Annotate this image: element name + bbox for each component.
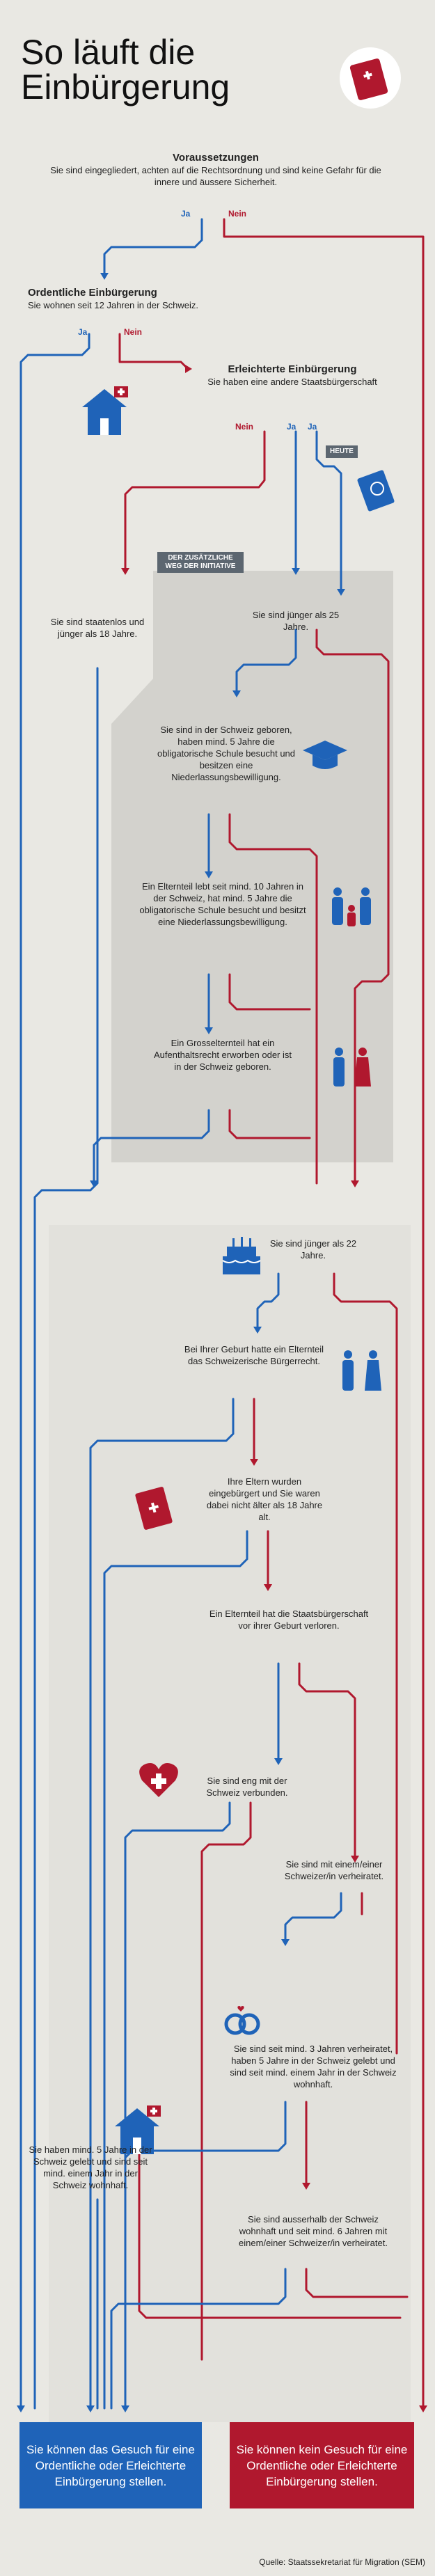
graduation-cap-icon [303, 741, 347, 769]
flow-red-main [223, 218, 425, 2410]
passport-icon [135, 1487, 173, 1530]
flow-red-geboren [228, 813, 318, 1185]
flow-blue-staatenlos [33, 667, 99, 2410]
parents-icon [342, 1350, 381, 1391]
page-title-line2: Einbürgerung [21, 68, 230, 106]
badge-initiative: DER ZUSÄTZLICHE WEG DER INITIATIVE [157, 552, 244, 573]
node-verloren: Ein Elternteil hat die Staatsbürgerschaf… [209, 1609, 369, 1631]
flow-red-25 [315, 629, 390, 1185]
flow-red-22 [333, 1272, 398, 2055]
house-icon [82, 386, 128, 435]
birthday-cake-icon [222, 1237, 261, 1274]
flow-red-verbunden [200, 1801, 252, 2361]
flow-blue-verh [284, 1892, 342, 1943]
flow-red-ordentlich [118, 333, 189, 370]
node-grosselternteil: Ein Grosselternteil hat ein Aufenthaltsr… [154, 1038, 292, 1072]
node-geboren: Sie sind in der Schweiz geboren, haben m… [157, 725, 296, 782]
node-verbunden: Sie sind eng mit der Schweiz verbunden. [206, 1776, 288, 1798]
flow-blue-ordentlich [19, 333, 90, 2410]
family-icon [332, 887, 371, 926]
node-drei-jahre: Sie sind seit mind. 3 Jahren verheiratet… [230, 2044, 397, 2089]
node-erleichterte: Erleichterte Einbürgerung Sie haben eine… [207, 363, 377, 387]
label-nein: Nein [228, 209, 247, 219]
flow-blue-main [103, 218, 203, 276]
flow-blue-geburt [89, 1398, 235, 2410]
node-ausserhalb: Sie sind ausserhalb der Schweiz wohnhaft… [239, 2214, 388, 2248]
flow-blue-22 [256, 1272, 280, 1331]
flow-red-eltern [228, 973, 311, 1011]
grandparents-icon [333, 1048, 371, 1086]
node-juenger25: Sie sind jünger als 25 Jahre. [252, 610, 340, 632]
flow-red-5j [138, 2128, 402, 2319]
node-geburt: Bei Ihrer Geburt hatte ein Elternteil da… [184, 1344, 324, 1366]
label-ja: Ja [287, 422, 296, 432]
label-nein: Nein [235, 422, 254, 432]
label-nein: Nein [124, 327, 143, 337]
house-icon [115, 2105, 161, 2154]
flow-blue-ausser [110, 2268, 287, 2410]
node-juenger22: Sie sind jünger als 22 Jahre. [269, 1238, 357, 1261]
node-ordentliche: Ordentliche Einbürgerung Sie wohnen seit… [28, 287, 198, 310]
node-staatenlos: Sie sind staatenlos und jünger als 18 Ja… [50, 617, 145, 639]
flow-blue-eltern-eing [103, 1530, 248, 2410]
label-ja: Ja [308, 422, 317, 432]
label-ja: Ja [181, 209, 191, 219]
initiative-panel [111, 571, 393, 1162]
outcome-yes: Sie können das Gesuch für eine Ordentlic… [19, 2422, 202, 2508]
node-eltern-eingebuergert: Ihre Eltern wurden eingebürgert und Sie … [206, 1476, 323, 1522]
flow-blue-erl-ja2 [315, 430, 342, 593]
label-ja: Ja [78, 327, 88, 337]
outcome-no: Sie können kein Gesuch für eine Ordentli… [230, 2422, 414, 2508]
flow-blue-gross [93, 1109, 210, 1185]
flow-blue-25 [235, 629, 297, 694]
flow-red-erl-nein [124, 430, 266, 572]
page-title-line1: So läuft die [21, 33, 196, 72]
flow-blue-3j [124, 2101, 287, 2410]
flow-red-verloren [298, 1662, 356, 1860]
passport-icon [340, 47, 401, 109]
node-voraussetzungen: Voraussetzungen Sie sind eingegliedert, … [50, 152, 381, 187]
passport-icon [357, 470, 395, 512]
heart-cross-icon [139, 1763, 178, 1797]
node-fuenf-jahre: Sie haben mind. 5 Jahre in der Schweiz g… [29, 2144, 152, 2190]
wedding-rings-icon [224, 2006, 260, 2035]
badge-heute: HEUTE [326, 445, 358, 458]
node-verheiratet: Sie sind mit einem/einer Schweizer/in ve… [284, 1859, 384, 1881]
flow-blue-verbunden [124, 1801, 231, 2410]
source-note: Quelle: Staatssekretariat für Migration … [259, 2557, 425, 2567]
node-elternteil10: Ein Elternteil lebt seit mind. 10 Jahren… [139, 881, 306, 927]
flow-red-gross [228, 1109, 311, 1139]
flow-red-ausser [305, 2268, 409, 2298]
